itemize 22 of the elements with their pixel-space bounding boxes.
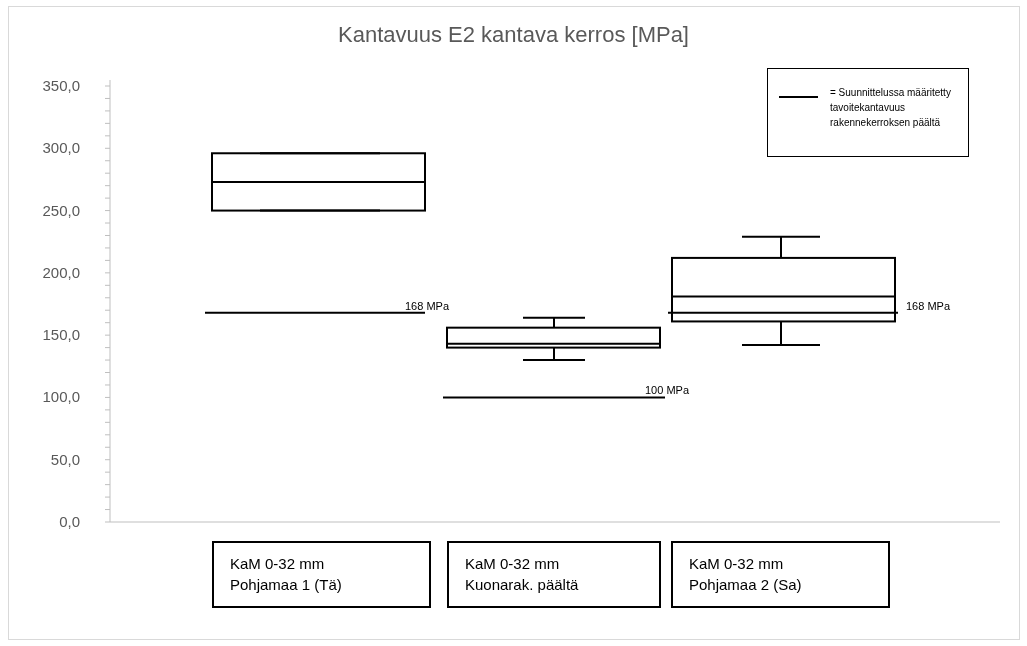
category-box	[447, 541, 661, 608]
category-label: KaM 0-32 mm	[465, 554, 561, 574]
tick-label: 0,0	[58, 513, 80, 530]
tick-label: 250,0	[41, 201, 80, 219]
legend-text: = Suunnittelussa määritetty tavoitekantavuus rakennekerroksen päältä	[830, 86, 952, 130]
value-label: 100 MPa	[645, 384, 690, 397]
category-label: Pohjamaa 1 (Tä)	[230, 575, 343, 595]
tick-label: 50,0	[49, 450, 80, 468]
category-label: KaM 0-32 mm	[689, 554, 785, 574]
tick-label: 150,0	[41, 326, 80, 344]
tick-label: 200,0	[41, 263, 80, 281]
chart-title: Kantavuus E2 kantava kerros [MPa]	[337, 22, 690, 48]
category-box	[212, 541, 431, 608]
category-box	[671, 541, 890, 608]
tick-label: 100,0	[41, 388, 80, 406]
value-label: 168 MPa	[405, 299, 450, 312]
tick-label: 350,0	[41, 77, 80, 94]
value-label: 168 MPa	[906, 299, 951, 312]
category-label: Pohjamaa 2 (Sa)	[689, 575, 803, 595]
category-label: Kuonarak. päältä	[465, 575, 580, 595]
category-label: KaM 0-32 mm	[230, 554, 326, 574]
tick-label: 300,0	[41, 139, 80, 157]
